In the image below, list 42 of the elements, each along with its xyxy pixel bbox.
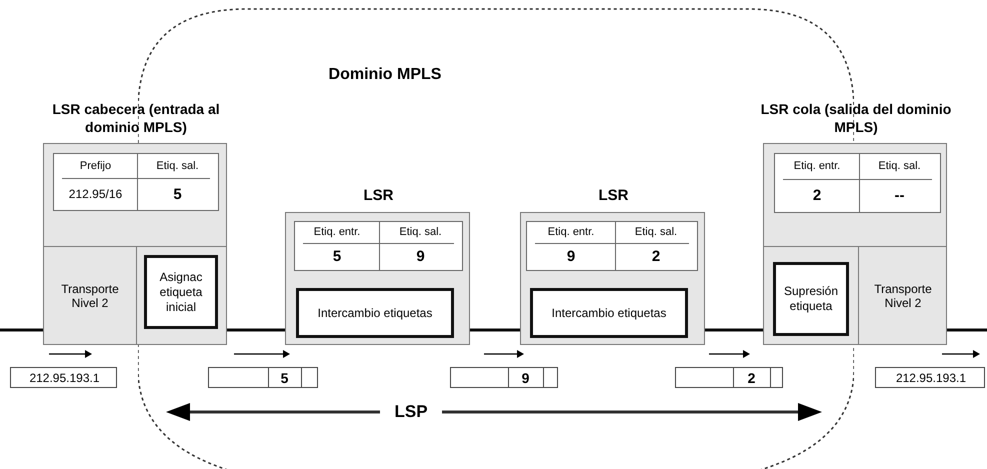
domain-title: Dominio MPLS (328, 66, 442, 84)
table-value: 5 (172, 184, 183, 205)
function-box: Supresión etiqueta (773, 262, 849, 336)
packet (875, 367, 985, 388)
table-value: 9 (415, 247, 426, 267)
table-value: -- (894, 186, 906, 206)
table-value: 2 (650, 247, 662, 267)
column-header: Prefijo (78, 158, 112, 174)
link-line (227, 328, 285, 332)
column-header: Etiq. sal. (155, 158, 200, 174)
router-title: LSR (362, 187, 394, 205)
column-header: Etiq. sal. (634, 225, 678, 240)
transport-section: Transporte Nivel 2 (858, 246, 948, 346)
table-value: 212.95/16 (68, 186, 124, 204)
label-value: 5 (280, 368, 290, 387)
column-header: Etiq. entr. (546, 225, 596, 240)
packet (675, 367, 783, 388)
column-header: Etiq. sal. (877, 159, 922, 174)
table-value: 5 (332, 247, 342, 267)
function-box: Intercambio etiquetas (530, 288, 688, 338)
column-header: Etiq. entr. (312, 225, 362, 240)
link-line (0, 328, 43, 332)
table-value: 2 (812, 186, 822, 206)
ip-address: 212.95.193.1 (894, 370, 968, 386)
column-header: Etiq. entr. (792, 159, 842, 174)
link-line (470, 328, 520, 332)
packet (208, 367, 318, 388)
link-line (705, 328, 763, 332)
router-title: LSR cola (salida del dominio MPLS) (760, 100, 952, 136)
packet (450, 367, 558, 388)
transport-section: Transporte Nivel 2 (44, 246, 136, 346)
ip-address: 212.95.193.1 (28, 370, 101, 386)
function-box: Intercambio etiquetas (296, 288, 454, 338)
router-title: LSR (598, 187, 630, 205)
table-value: 9 (566, 247, 576, 267)
column-header: Etiq. sal. (398, 225, 443, 240)
link-line (947, 328, 987, 332)
function-box: Asignac etiqueta inicial (144, 255, 218, 329)
router-title: LSR cabecera (entrada al dominio MPLS) (51, 100, 221, 136)
packet (10, 367, 117, 388)
label-value: 2 (746, 368, 756, 387)
label-value: 9 (520, 368, 530, 387)
